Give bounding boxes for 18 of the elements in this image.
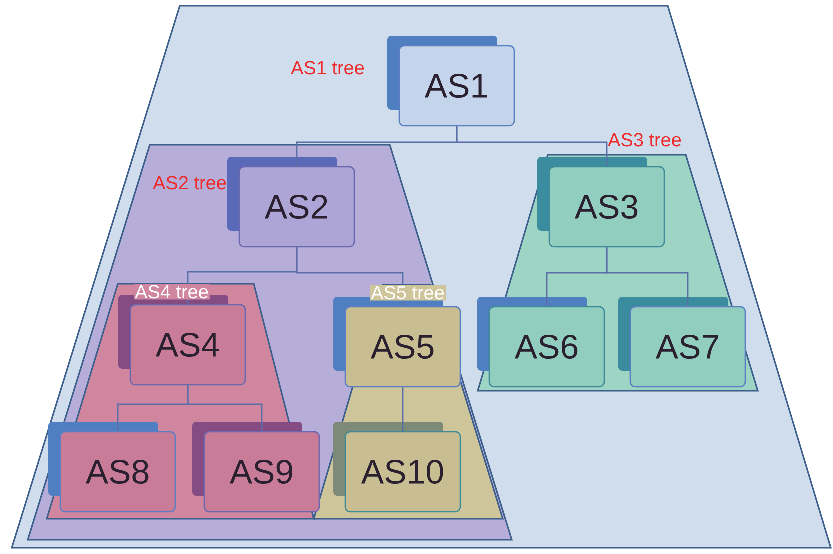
as-box: AS2 bbox=[228, 157, 356, 248]
tree-label: AS4 tree bbox=[134, 284, 210, 300]
as-box: AS6 bbox=[478, 297, 606, 388]
as-box: AS1 bbox=[388, 36, 516, 127]
tree-label: AS3 tree bbox=[608, 133, 682, 147]
as-box: AS10 bbox=[334, 422, 462, 513]
connector-line bbox=[606, 248, 689, 306]
tree-label: AS2 tree bbox=[153, 176, 226, 190]
connector-line bbox=[187, 386, 263, 432]
as-box: AS3 bbox=[538, 157, 666, 248]
as-box: AS7 bbox=[618, 297, 746, 388]
tree-label: AS1 tree bbox=[291, 61, 364, 75]
connector-line bbox=[456, 126, 608, 166]
as-box: AS8 bbox=[48, 422, 176, 513]
connector-line bbox=[296, 248, 404, 306]
connector-line bbox=[402, 388, 404, 432]
as-box: AS9 bbox=[192, 422, 320, 513]
tree-label: AS5 tree bbox=[370, 285, 446, 301]
